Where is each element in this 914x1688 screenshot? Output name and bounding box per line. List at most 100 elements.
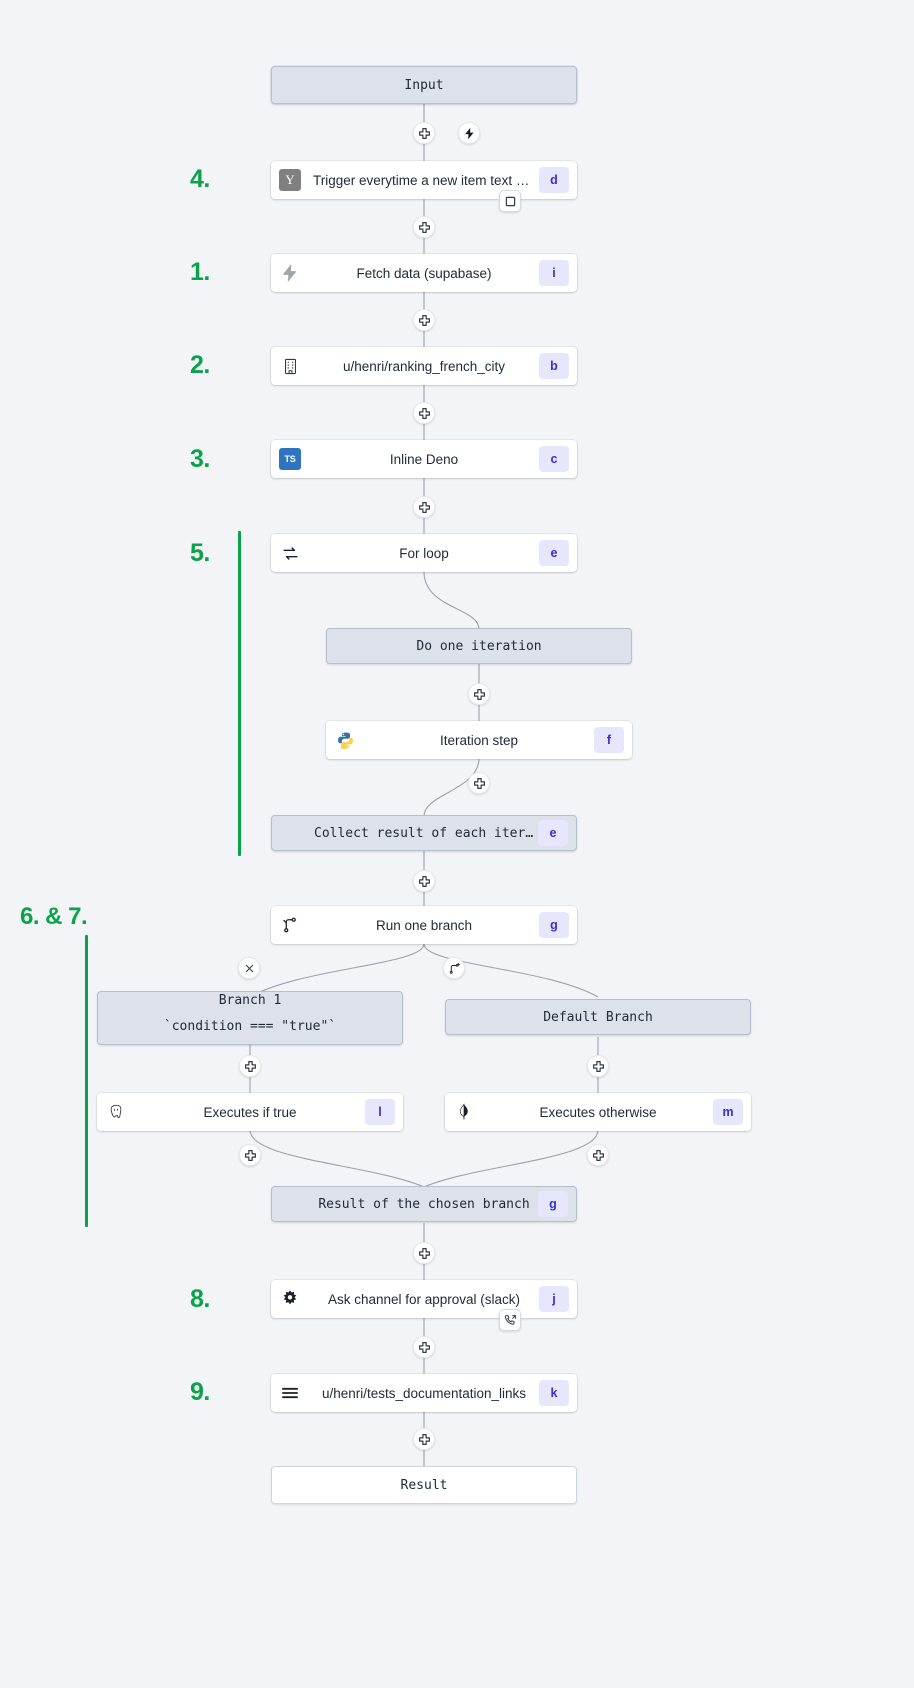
node-iteration-step-badge: f xyxy=(594,727,624,753)
step-number-6-7: 6. & 7. xyxy=(20,903,88,930)
node-executes-otherwise-label: Executes otherwise xyxy=(539,1104,657,1120)
node-run-one-branch[interactable]: Run one branch g xyxy=(271,906,577,944)
plus-icon xyxy=(592,1149,604,1161)
step-number-3: 3. xyxy=(190,445,210,473)
delete-branch-button[interactable] xyxy=(238,957,260,979)
insert-after-trigger-button[interactable] xyxy=(413,216,435,238)
node-collect-result[interactable]: Collect result of each iteration e xyxy=(271,815,577,851)
node-result[interactable]: Result xyxy=(271,1466,577,1504)
node-ranking-french-city[interactable]: u/henri/ranking_french_city b xyxy=(271,347,577,385)
loop-icon xyxy=(271,544,309,563)
node-run-one-branch-label: Run one branch xyxy=(375,917,473,933)
insert-after-fetch-button[interactable] xyxy=(413,309,435,331)
node-default-branch-label: Default Branch xyxy=(543,1009,653,1025)
node-run-one-branch-badge: g xyxy=(539,912,569,938)
node-branch-1[interactable]: Branch 1 `condition === "true"` xyxy=(97,991,403,1045)
node-chosen-branch-result-badge: g xyxy=(538,1191,568,1217)
plus-icon xyxy=(418,127,430,139)
node-inline-deno[interactable]: TS Inline Deno c xyxy=(271,440,577,478)
step-number-1: 1. xyxy=(190,258,210,286)
insert-after-iterationstep-button[interactable] xyxy=(468,772,490,794)
node-executes-if-true-label: Executes if true xyxy=(203,1104,297,1120)
insert-in-branch1-button[interactable] xyxy=(239,1055,261,1077)
node-inline-deno-label: Inline Deno xyxy=(389,451,459,467)
node-for-loop-label: For loop xyxy=(399,545,449,561)
node-executes-if-true[interactable]: Executes if true l xyxy=(97,1093,403,1131)
step-number-5: 5. xyxy=(190,539,210,567)
insert-after-deno-button[interactable] xyxy=(413,496,435,518)
close-icon xyxy=(245,964,253,972)
node-trigger[interactable]: Y Trigger everytime a new item text o… d xyxy=(271,161,577,199)
insert-after-otherwise-button[interactable] xyxy=(587,1144,609,1166)
insert-after-approval-button[interactable] xyxy=(413,1336,435,1358)
insert-after-iftrue-button[interactable] xyxy=(239,1144,261,1166)
insert-after-ranking-button[interactable] xyxy=(413,402,435,424)
node-executes-otherwise-badge: m xyxy=(713,1099,743,1125)
branch-bracket xyxy=(85,935,88,1227)
phone-callback-icon xyxy=(504,1314,516,1325)
node-tests-documentation-links[interactable]: u/henri/tests_documentation_links k xyxy=(271,1374,577,1412)
trigger-settings-button[interactable] xyxy=(499,190,521,212)
square-icon xyxy=(505,196,515,206)
node-iteration-step[interactable]: Iteration step f xyxy=(326,721,632,759)
typescript-icon: TS xyxy=(271,448,309,470)
insert-after-chosenresult-button[interactable] xyxy=(413,1242,435,1264)
step-number-2: 2. xyxy=(190,351,210,379)
plus-icon xyxy=(418,501,430,513)
script-building-icon xyxy=(271,358,309,375)
node-trigger-label: Trigger everytime a new item text o… xyxy=(313,172,537,188)
lightning-icon xyxy=(464,127,474,139)
add-branch-button[interactable] xyxy=(443,957,465,979)
node-for-loop[interactable]: For loop e xyxy=(271,534,577,572)
node-branch-1-title: Branch 1 xyxy=(218,993,282,1008)
plus-icon xyxy=(473,777,485,789)
python-icon xyxy=(326,731,364,750)
node-ranking-french-city-label: u/henri/ranking_french_city xyxy=(342,358,506,374)
step-number-8: 8. xyxy=(190,1285,210,1313)
node-collect-result-label: Collect result of each iteration xyxy=(314,825,538,841)
plus-icon xyxy=(244,1149,256,1161)
node-input[interactable]: Input xyxy=(271,66,577,104)
insert-after-testsdocs-button[interactable] xyxy=(413,1428,435,1450)
node-fetch-data-badge: i xyxy=(539,260,569,286)
plus-icon xyxy=(418,221,430,233)
node-fetch-data[interactable]: Fetch data (supabase) i xyxy=(271,254,577,292)
insert-in-default-button[interactable] xyxy=(587,1055,609,1077)
node-collect-result-badge: e xyxy=(538,820,568,846)
plus-icon xyxy=(592,1060,604,1072)
node-executes-otherwise[interactable]: Executes otherwise m xyxy=(445,1093,751,1131)
node-ask-approval-label: Ask channel for approval (slack) xyxy=(327,1291,521,1307)
plus-icon xyxy=(418,1433,430,1445)
node-branch-1-condition: `condition === "true"` xyxy=(163,1019,337,1034)
plus-icon xyxy=(244,1060,256,1072)
node-trigger-badge: d xyxy=(539,167,569,193)
node-input-label: Input xyxy=(404,77,444,93)
add-branch-icon xyxy=(449,962,460,974)
step-number-9: 9. xyxy=(190,1378,210,1406)
supabase-icon xyxy=(271,263,309,283)
node-default-branch[interactable]: Default Branch xyxy=(445,999,751,1035)
slack-gear-icon xyxy=(271,1289,309,1309)
loop-bracket xyxy=(238,531,241,856)
branch-icon xyxy=(271,916,309,934)
insert-after-collect-button[interactable] xyxy=(413,870,435,892)
node-iteration-step-label: Iteration step xyxy=(439,732,519,748)
node-inline-deno-badge: c xyxy=(539,446,569,472)
node-do-one-iteration[interactable]: Do one iteration xyxy=(326,628,632,664)
insert-after-input-button[interactable] xyxy=(413,122,435,144)
node-tests-documentation-links-label: u/henri/tests_documentation_links xyxy=(321,1385,527,1401)
node-ask-approval[interactable]: Ask channel for approval (slack) j xyxy=(271,1280,577,1318)
node-chosen-branch-result-label: Result of the chosen branch xyxy=(318,1196,530,1212)
plus-icon xyxy=(418,314,430,326)
yaml-icon: Y xyxy=(271,169,309,191)
node-chosen-branch-result[interactable]: Result of the chosen branch g xyxy=(271,1186,577,1222)
step-number-4: 4. xyxy=(190,165,210,193)
approval-callback-button[interactable] xyxy=(499,1309,521,1331)
add-trigger-button[interactable] xyxy=(458,122,480,144)
hamburger-icon xyxy=(271,1383,309,1403)
plus-icon xyxy=(418,875,430,887)
node-do-one-iteration-label: Do one iteration xyxy=(416,638,542,654)
insert-after-doiteration-button[interactable] xyxy=(468,683,490,705)
node-tests-documentation-links-badge: k xyxy=(539,1380,569,1406)
